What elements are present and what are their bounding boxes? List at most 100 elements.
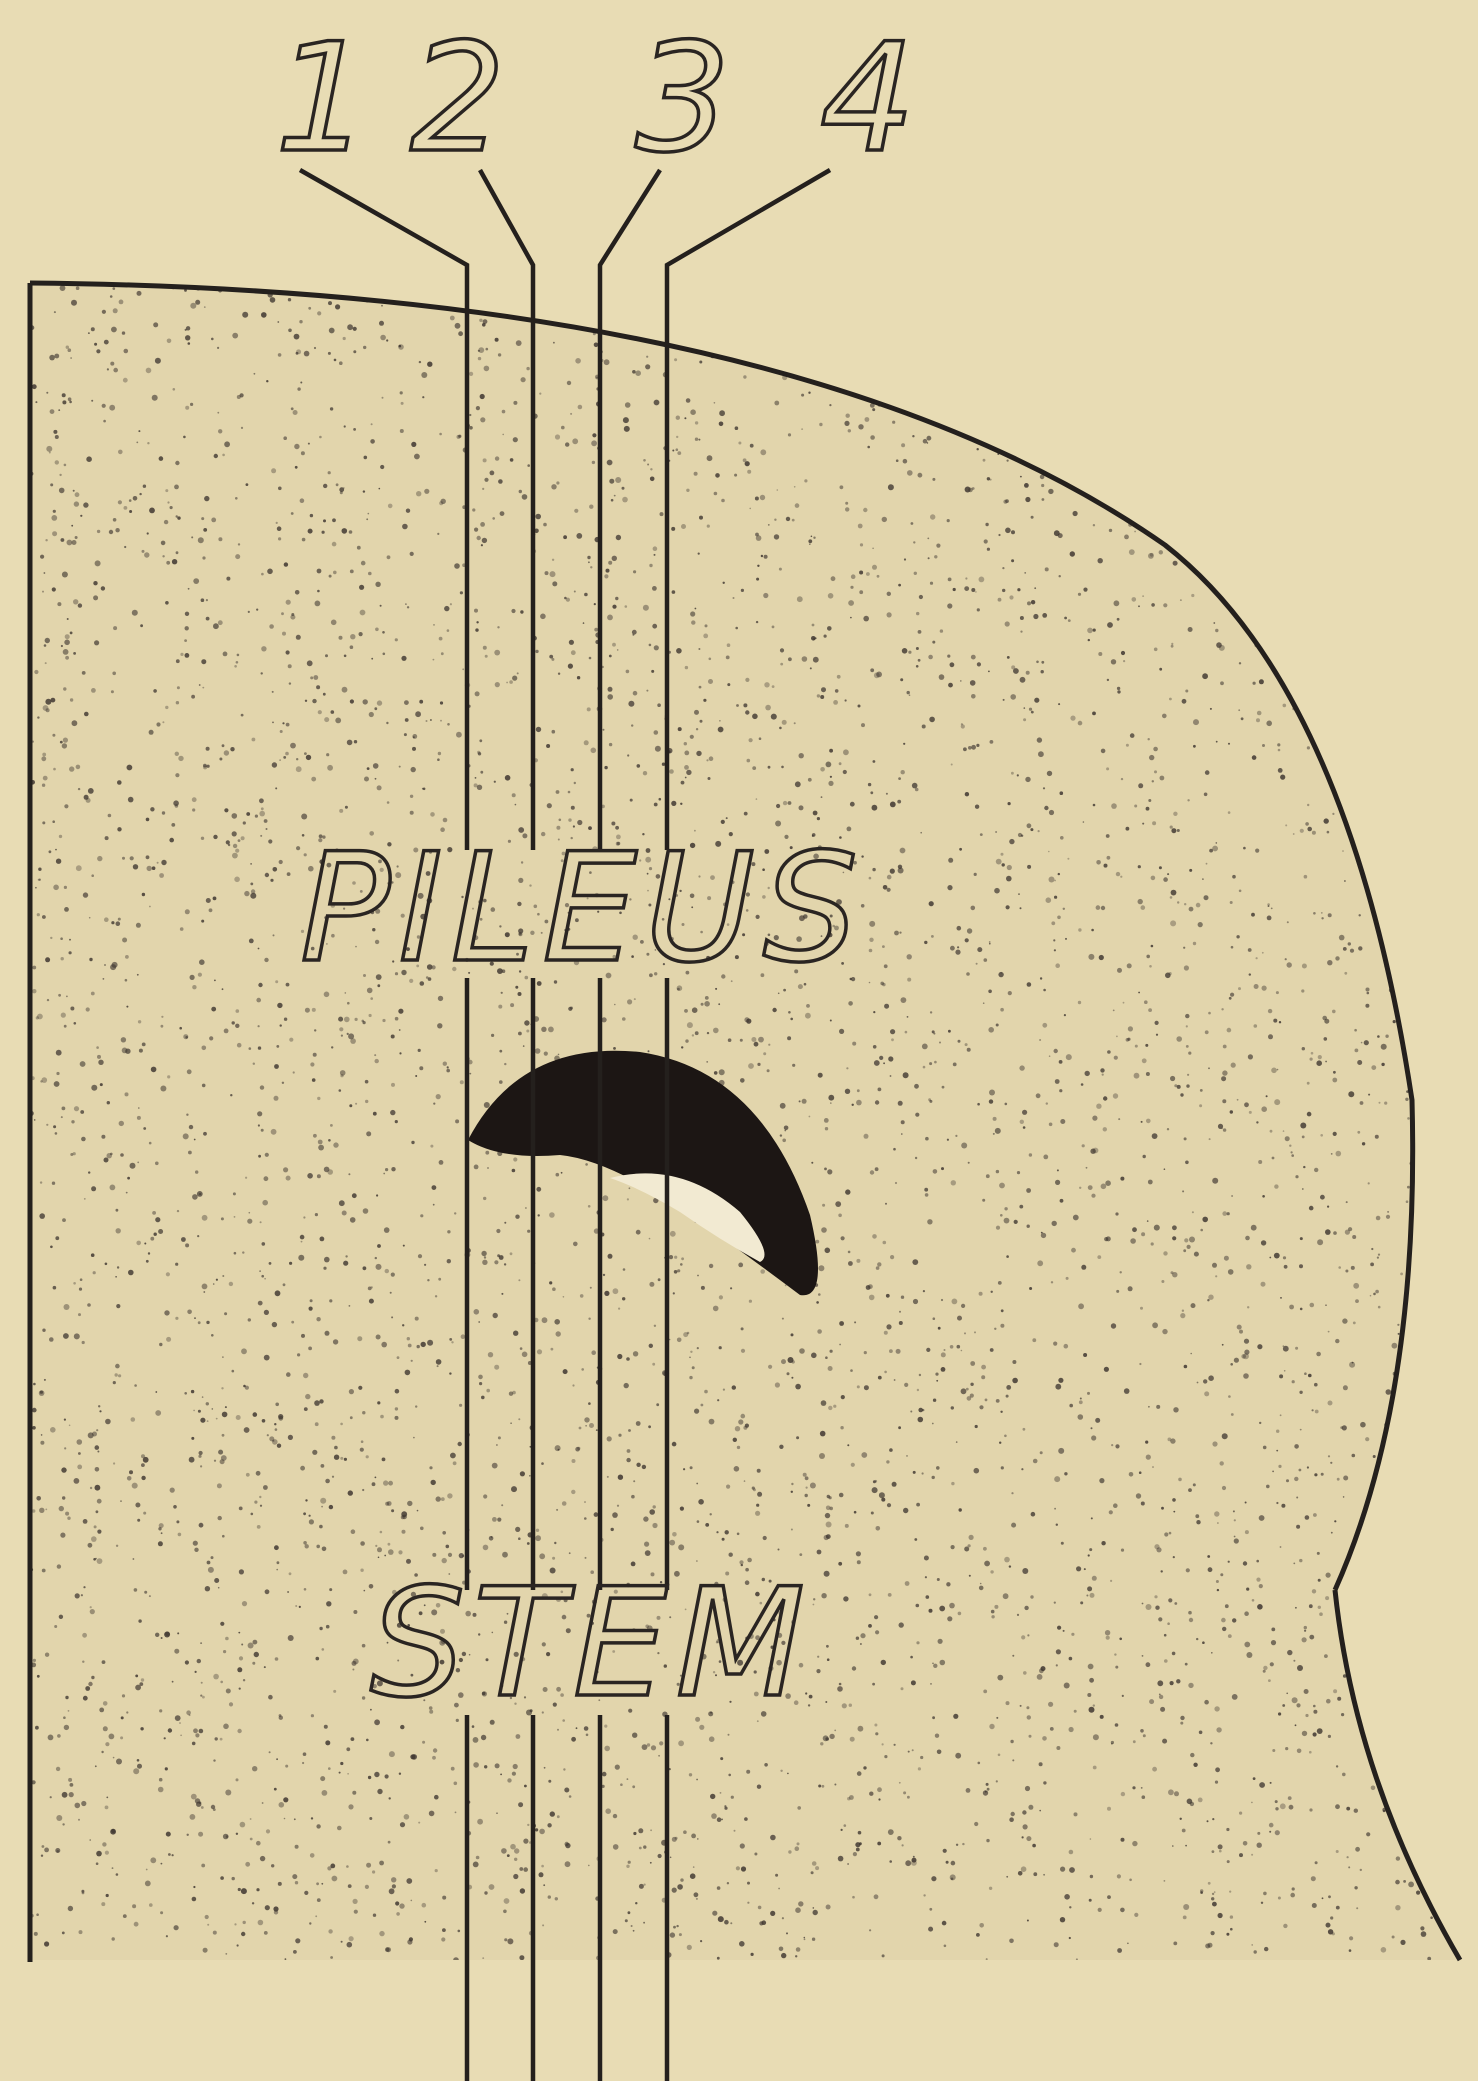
stipple-dot xyxy=(658,1278,661,1281)
stipple-dot xyxy=(724,1805,726,1807)
stipple-dot xyxy=(153,689,157,693)
stipple-dot xyxy=(1251,1854,1253,1856)
stipple-dot xyxy=(716,1531,718,1533)
stipple-dot xyxy=(166,1272,170,1276)
stipple-dot xyxy=(262,1200,268,1206)
stipple-dot xyxy=(1107,1807,1111,1811)
stipple-dot xyxy=(1294,1477,1298,1481)
stipple-dot xyxy=(369,1014,372,1017)
stipple-dot xyxy=(549,1212,555,1218)
stipple-dot xyxy=(1189,907,1194,912)
stipple-dot xyxy=(198,973,202,977)
stipple-dot xyxy=(1182,699,1187,704)
stipple-dot xyxy=(707,1032,709,1034)
stipple-dot xyxy=(1238,987,1241,990)
stipple-dot xyxy=(376,1194,378,1196)
stipple-dot xyxy=(1205,1030,1209,1034)
stipple-dot xyxy=(1156,1405,1160,1409)
stipple-dot xyxy=(618,1475,623,1480)
stipple-dot xyxy=(410,552,414,556)
stipple-dot xyxy=(1093,1766,1097,1770)
stipple-dot xyxy=(82,1633,87,1638)
stipple-dot xyxy=(232,1370,235,1373)
stipple-dot xyxy=(975,805,979,809)
stipple-dot xyxy=(1067,858,1069,860)
stipple-dot xyxy=(68,1906,73,1911)
stipple-dot xyxy=(1193,719,1199,725)
stipple-dot xyxy=(80,1061,86,1067)
stipple-dot xyxy=(152,866,156,870)
stipple-dot xyxy=(100,1083,103,1086)
stipple-dot xyxy=(418,1049,421,1052)
stipple-dot xyxy=(1057,916,1061,920)
stipple-dot xyxy=(1366,988,1370,992)
stipple-dot xyxy=(35,401,37,403)
stipple-dot xyxy=(232,813,238,819)
stipple-dot xyxy=(165,601,169,605)
stipple-dot xyxy=(1407,1117,1410,1120)
stipple-dot xyxy=(870,791,873,794)
stipple-dot xyxy=(34,1932,38,1936)
stipple-dot xyxy=(1194,1252,1199,1257)
stipple-dot xyxy=(782,720,787,725)
stipple-dot xyxy=(1273,1019,1277,1023)
stipple-dot xyxy=(460,591,463,594)
stipple-dot xyxy=(345,806,348,809)
stipple-dot xyxy=(603,729,605,731)
stipple-dot xyxy=(421,1342,426,1347)
stipple-dot xyxy=(1215,629,1218,632)
stipple-dot xyxy=(1078,1303,1084,1309)
stipple-dot xyxy=(191,695,195,699)
stipple-dot xyxy=(652,1363,655,1366)
stipple-dot xyxy=(983,1690,987,1694)
stipple-dot xyxy=(914,1084,919,1089)
stipple-dot xyxy=(122,857,125,860)
stipple-dot xyxy=(142,1043,146,1047)
stipple-dot xyxy=(158,1787,164,1793)
stipple-dot xyxy=(813,1910,818,1915)
stipple-dot xyxy=(1307,1112,1312,1117)
stipple-dot xyxy=(719,720,721,722)
stipple-dot xyxy=(831,576,836,581)
stipple-dot xyxy=(337,1826,342,1831)
stipple-dot xyxy=(198,1455,201,1458)
stipple-dot xyxy=(672,1888,677,1893)
stipple-dot xyxy=(59,835,62,838)
stipple-dot xyxy=(572,438,578,444)
stipple-dot xyxy=(64,1025,67,1028)
stipple-dot xyxy=(1314,1383,1318,1387)
stipple-dot xyxy=(193,1728,198,1733)
stipple-dot xyxy=(1010,694,1016,700)
stipple-dot xyxy=(374,1772,379,1777)
stipple-dot xyxy=(964,1547,969,1552)
stipple-dot xyxy=(1304,1689,1309,1694)
stipple-dot xyxy=(1202,878,1204,880)
stipple-dot xyxy=(1279,1374,1283,1378)
stipple-dot xyxy=(54,311,56,313)
stipple-dot xyxy=(278,487,282,491)
stipple-dot xyxy=(899,1622,904,1627)
stipple-dot xyxy=(628,1429,631,1432)
stipple-dot xyxy=(959,1508,962,1511)
stipple-dot xyxy=(139,1049,143,1053)
stipple-dot xyxy=(82,1661,84,1663)
stipple-dot xyxy=(380,335,386,341)
stipple-dot xyxy=(1325,1061,1327,1063)
stipple-dot xyxy=(801,428,803,430)
stipple-dot xyxy=(137,1764,142,1769)
stipple-dot xyxy=(317,311,321,315)
stipple-dot xyxy=(101,586,105,590)
stipple-dot xyxy=(1312,1409,1314,1411)
stipple-dot xyxy=(1029,1153,1032,1156)
stipple-dot xyxy=(288,1435,293,1440)
stipple-dot xyxy=(63,649,69,655)
stipple-dot xyxy=(1208,1943,1213,1948)
stipple-dot xyxy=(313,1053,317,1057)
stipple-dot xyxy=(1023,718,1026,721)
stipple-dot xyxy=(1228,743,1230,745)
stipple-dot xyxy=(1017,774,1019,776)
stipple-dot xyxy=(1217,1522,1219,1524)
stipple-dot xyxy=(264,1355,270,1361)
stipple-dot xyxy=(350,1416,353,1419)
stipple-dot xyxy=(1212,1893,1214,1895)
